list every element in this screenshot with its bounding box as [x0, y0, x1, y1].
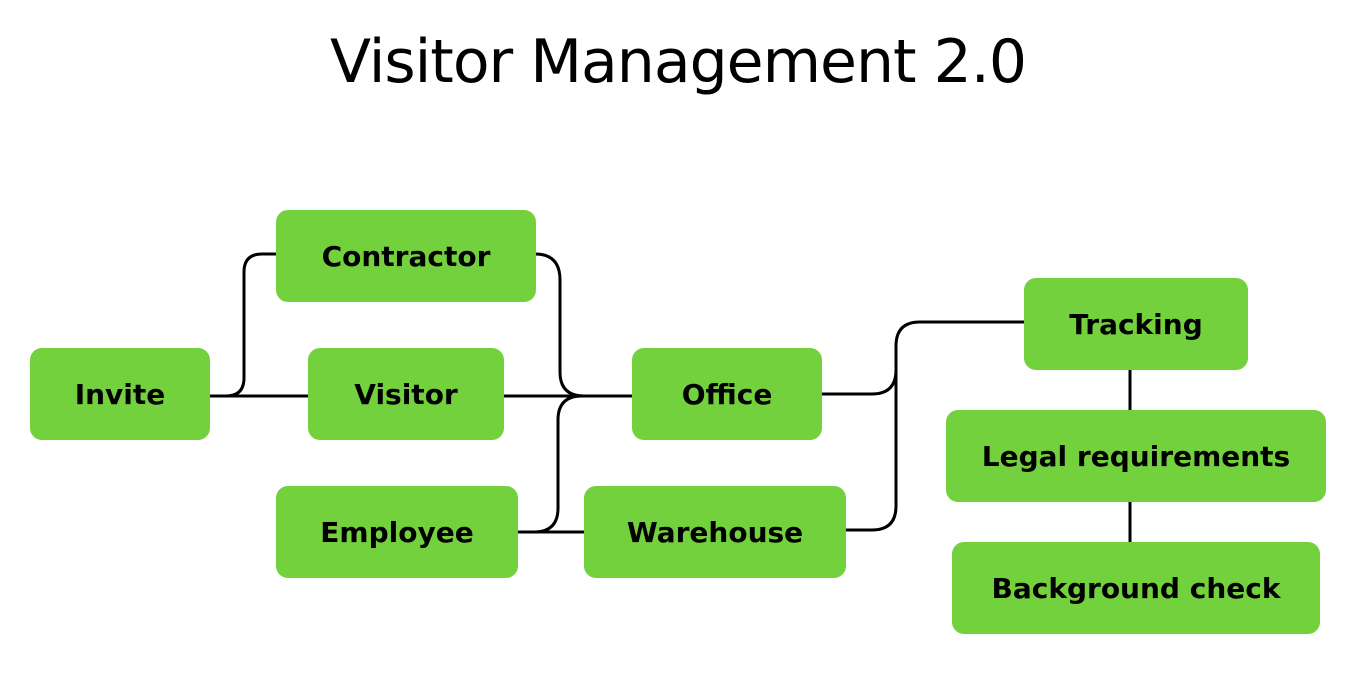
node-visitor-label: Visitor — [354, 377, 458, 411]
node-legal-requirements-label: Legal requirements — [981, 439, 1291, 473]
node-tracking: Tracking — [1024, 278, 1248, 370]
node-invite-label: Invite — [74, 377, 166, 411]
connector-warehouse-tracking — [843, 344, 898, 532]
connector-contractor-office — [533, 252, 635, 398]
node-visitor: Visitor — [308, 348, 504, 440]
node-warehouse-label: Warehouse — [626, 515, 804, 549]
node-employee-label: Employee — [320, 515, 474, 549]
connector-invite-contractor — [208, 252, 279, 398]
connector-office-tracking — [819, 320, 1027, 396]
node-office-label: Office — [681, 377, 773, 411]
node-invite: Invite — [30, 348, 210, 440]
node-legal-requirements: Legal requirements — [946, 410, 1326, 502]
node-contractor: Contractor — [276, 210, 536, 302]
node-background-check: Background check — [952, 542, 1320, 634]
node-contractor-label: Contractor — [321, 239, 491, 273]
node-warehouse: Warehouse — [584, 486, 846, 578]
node-employee: Employee — [276, 486, 518, 578]
node-office: Office — [632, 348, 822, 440]
connector-employee-office — [515, 394, 584, 534]
node-tracking-label: Tracking — [1069, 307, 1203, 341]
page-title: Visitor Management 2.0 — [329, 27, 1027, 97]
node-background-check-label: Background check — [991, 571, 1281, 605]
